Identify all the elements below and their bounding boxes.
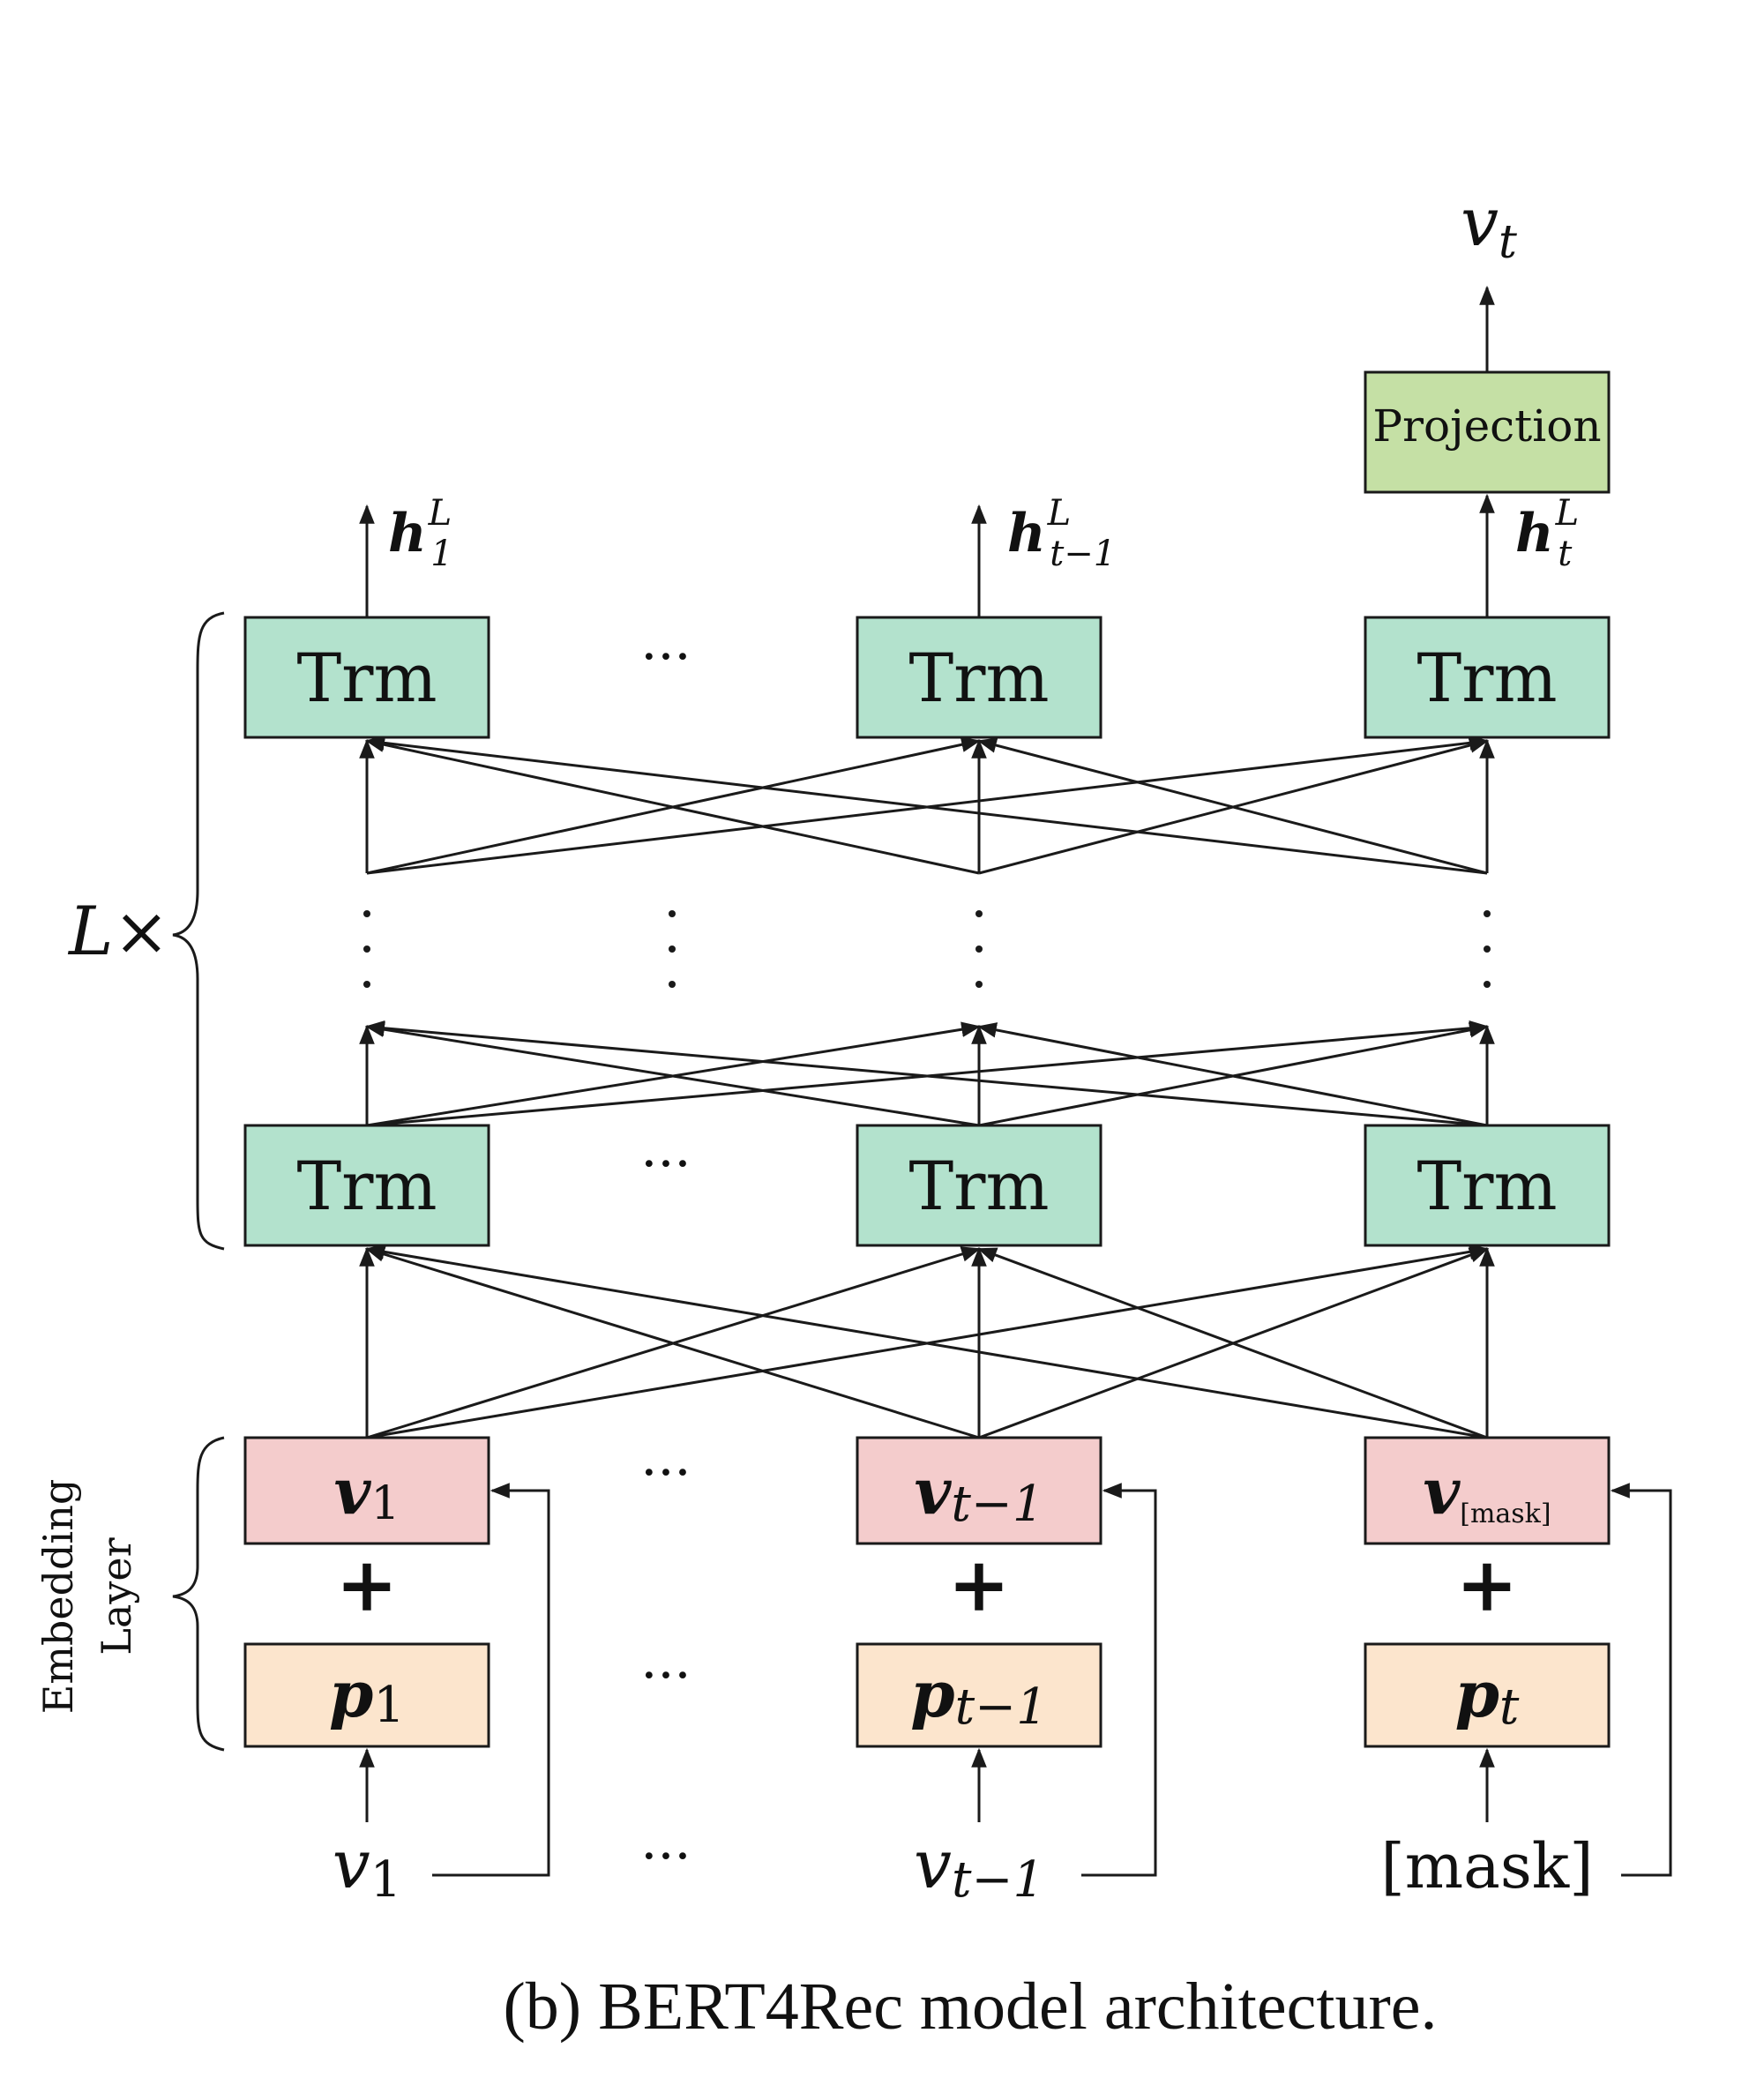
input-label: [mask] (1380, 1830, 1593, 1902)
attention-arrow (976, 737, 1488, 875)
trm-label: Trm (908, 1147, 1049, 1225)
item-embedding-box (243, 1436, 490, 1545)
item-embedding-box (1364, 1436, 1611, 1545)
plus-signs: + + + (336, 1541, 1518, 1628)
plus-icon: + (948, 1541, 1010, 1628)
ellipsis: ··· (640, 1645, 691, 1707)
embedding-layer-label: Embedding (34, 1479, 82, 1715)
input-bypass-arrow (432, 1483, 550, 1877)
attention-arrow (364, 1244, 1488, 1439)
input-label: vt−1 (914, 1825, 1044, 1909)
item-embedding-row: v1 vt−1 v[mask] ··· (243, 1436, 1611, 1545)
item-embedding-box (856, 1436, 1102, 1545)
position-embedding-box (1364, 1642, 1611, 1748)
layer-brace (172, 611, 225, 1251)
position-embedding-label: pt (1455, 1656, 1520, 1736)
plus-icon: + (1456, 1541, 1518, 1628)
input-bypass-arrow (1081, 1483, 1157, 1877)
input-bypass-arrow (1610, 1483, 1672, 1877)
input-row: v1 vt−1 [mask] ··· (333, 1825, 1594, 1909)
trm-box (243, 1124, 490, 1247)
attention-arrow (364, 736, 980, 875)
trm-box (1364, 1124, 1611, 1247)
trm-label: Trm (908, 639, 1049, 717)
ellipsis: ··· (640, 1826, 691, 1887)
attention-arrow (364, 1020, 1488, 1127)
attention-arrow (364, 735, 1488, 875)
position-embedding-row: p1 pt−1 pt ··· (243, 1642, 1611, 1748)
item-embedding-label: v1 (334, 1454, 400, 1530)
embedding-layer-label: Layer (93, 1537, 140, 1655)
attention-arrow (364, 1246, 980, 1439)
position-embedding-box (856, 1642, 1102, 1748)
item-embedding-label: v[mask] (1423, 1454, 1551, 1529)
position-embedding-label: p1 (329, 1656, 405, 1734)
attention-arrow (364, 1021, 980, 1127)
position-embedding-label: pt−1 (910, 1656, 1047, 1736)
trm-row-bottom: Trm Trm Trm ··· (243, 1124, 1611, 1247)
item-embedding-label: vt−1 (915, 1454, 1044, 1533)
plus-icon: + (336, 1541, 398, 1628)
projection-label: Projection (1372, 400, 1601, 452)
projection-box (1364, 370, 1611, 494)
attention-arrow (976, 1247, 1488, 1439)
trm-box (856, 1124, 1102, 1247)
embedding-brace (172, 1436, 225, 1752)
trm-row-top: Trm Trm Trm ··· (243, 616, 1611, 739)
trm-label: Trm (296, 639, 437, 717)
trm-box (243, 616, 490, 739)
ellipsis: ··· (640, 1442, 691, 1504)
repeat-label: L× (67, 892, 169, 970)
ellipsis: ··· (640, 1133, 691, 1195)
trm-label: Trm (1416, 639, 1557, 717)
attention-arrow (976, 1022, 1488, 1127)
ellipsis: ··· (640, 626, 691, 688)
trm-box (1364, 616, 1611, 739)
trm-box (856, 616, 1102, 739)
final-output-label: vt (1461, 183, 1517, 269)
attention-connections (359, 285, 1672, 1877)
input-label: v1 (333, 1825, 402, 1909)
trm-label: Trm (296, 1147, 437, 1225)
figure-caption: (b) BERT4Rec model architecture. (503, 1970, 1437, 2044)
layer-vertical-dots (363, 910, 1491, 988)
trm-label: Trm (1416, 1147, 1557, 1225)
position-embedding-box (243, 1642, 490, 1748)
